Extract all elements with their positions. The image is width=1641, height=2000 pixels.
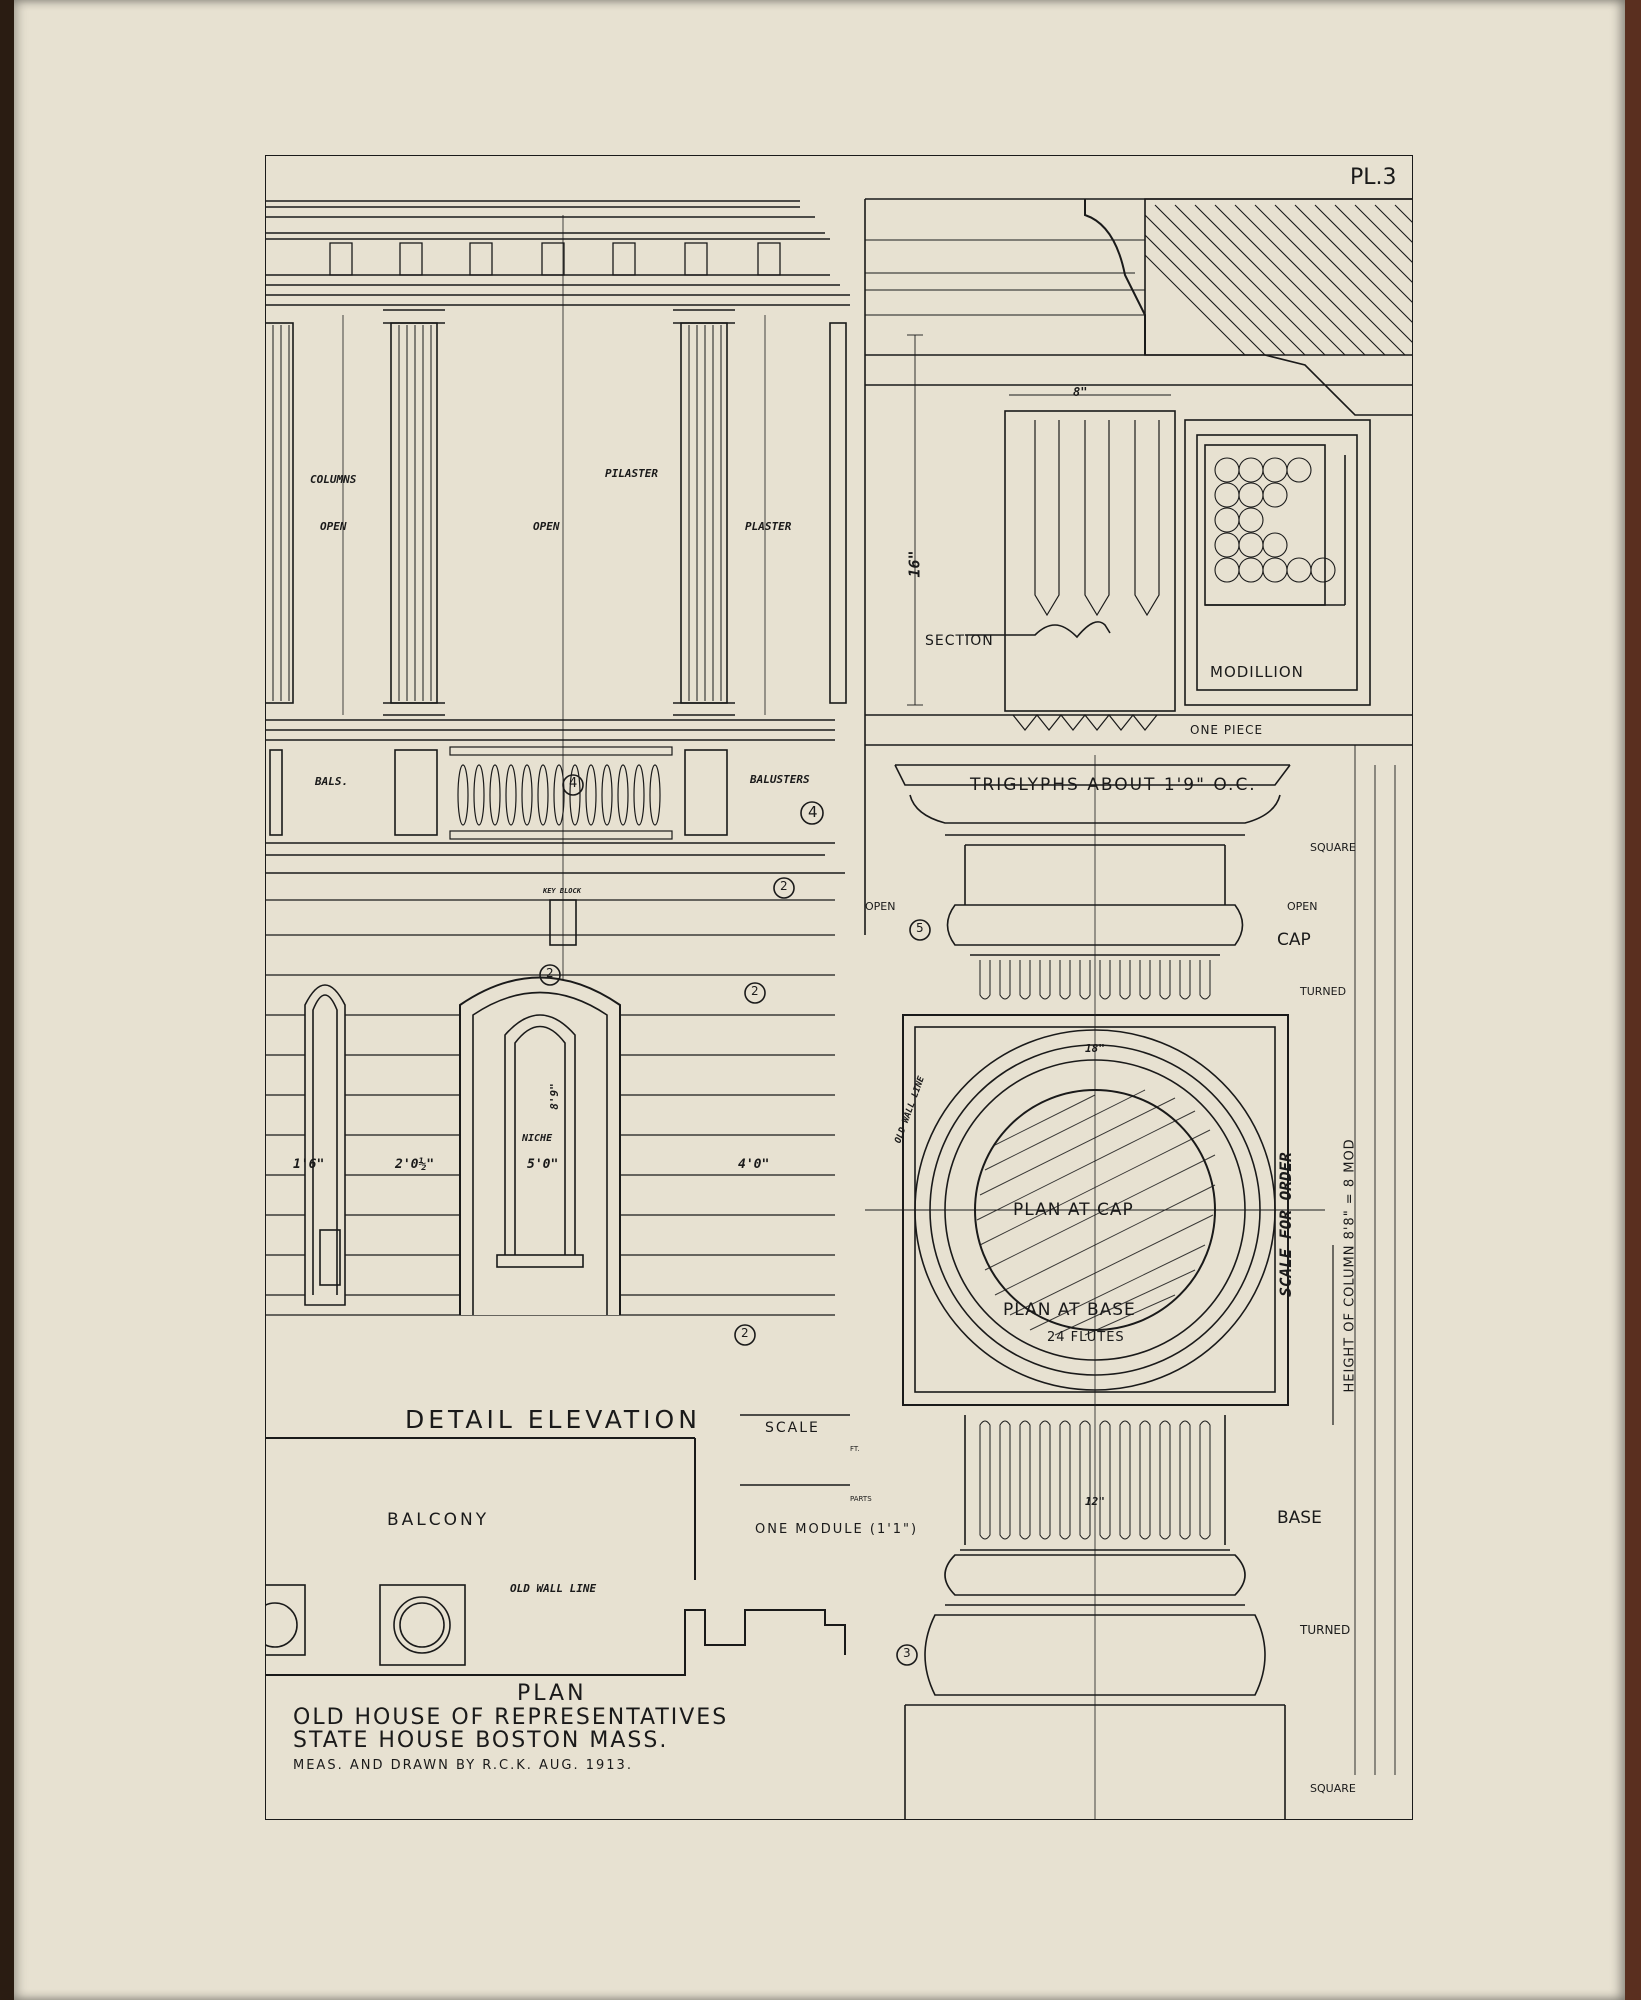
label-open-1: OPEN <box>320 520 347 533</box>
marker-4-b: 4 <box>569 776 578 791</box>
architectural-plate: PL.3 COLUMNS OPEN OPEN PILASTER PLASTER … <box>265 155 1413 1820</box>
label-turned-top: TURNED <box>1300 985 1347 998</box>
label-columns: COLUMNS <box>310 473 357 486</box>
title-detail-elevation: DETAIL ELEVATION <box>405 1405 701 1434</box>
label-scale: SCALE <box>765 1420 820 1436</box>
marker-2-d: 2 <box>741 1326 749 1340</box>
drawing-linework <box>265 155 1413 1820</box>
label-bals: BALS. <box>315 775 349 788</box>
title-credit: MEAS. AND DRAWN BY R.C.K. AUG. 1913. <box>293 1758 633 1773</box>
label-section: SECTION <box>925 633 994 649</box>
label-cap: CAP <box>1277 930 1311 950</box>
label-plan-at-cap: PLAN AT CAP <box>1013 1200 1134 1220</box>
label-balusters: BALUSTERS <box>750 773 810 786</box>
dim-8-9: 8'9" <box>547 1083 561 1110</box>
label-open-4: OPEN <box>1287 900 1318 913</box>
dim-5-0: 5'0" <box>527 1157 559 1172</box>
marker-5: 5 <box>916 921 924 935</box>
title-old-house: OLD HOUSE OF REPRESENTATIVES <box>293 1705 729 1730</box>
dim-2-0: 2'0½" <box>395 1157 435 1172</box>
label-keyblock: KEY BLOCK <box>543 887 581 895</box>
label-old-wall-line-plan: OLD WALL LINE <box>510 1582 597 1595</box>
book-page <box>14 0 1626 2000</box>
dim-18in: 18" <box>1085 1042 1105 1055</box>
label-modillion: MODILLION <box>1210 663 1304 681</box>
label-turned-bottom: TURNED <box>1300 1623 1351 1637</box>
label-niche: NICHE <box>522 1133 553 1144</box>
plate-number: PL.3 <box>1350 165 1397 190</box>
label-scale-for-order: SCALE FOR ORDER <box>1275 1152 1295 1297</box>
label-24-flutes: 24 FLUTES <box>1047 1330 1125 1345</box>
label-one-piece: ONE PIECE <box>1190 723 1264 737</box>
marker-4-a: 4 <box>808 803 818 821</box>
label-triglyphs: TRIGLYPHS ABOUT 1'9" O.C. <box>970 775 1257 795</box>
entablature-detail-drawing <box>864 198 1413 1775</box>
book-binding <box>1625 0 1641 2000</box>
label-parts: PARTS <box>850 1495 872 1503</box>
label-balcony: BALCONY <box>387 1510 490 1530</box>
dim-8in: 8" <box>1073 385 1088 399</box>
dim-1-6: 1'6" <box>293 1157 325 1172</box>
detail-elevation-drawing <box>265 200 850 1676</box>
marker-3: 3 <box>903 1646 911 1660</box>
label-square-bottom: SQUARE <box>1310 1782 1356 1795</box>
dim-12in: 12" <box>1085 1495 1105 1508</box>
label-plaster: PLASTER <box>745 520 792 533</box>
label-pilaster: PILASTER <box>605 467 658 480</box>
label-one-module: ONE MODULE (1'1") <box>755 1522 919 1537</box>
column-drawing <box>539 755 1334 1820</box>
dim-4-0: 4'0" <box>738 1157 770 1172</box>
marker-2-b: 2 <box>546 966 554 980</box>
dim-16in: 16" <box>905 550 924 578</box>
label-plan-at-base: PLAN AT BASE <box>1003 1300 1136 1320</box>
marker-2-a: 2 <box>780 879 788 893</box>
label-ft: FT. <box>850 1445 860 1453</box>
label-square-top: SQUARE <box>1310 841 1356 854</box>
label-open-3: OPEN <box>865 900 896 913</box>
label-open-2: OPEN <box>533 520 560 533</box>
title-state-house: STATE HOUSE BOSTON MASS. <box>293 1728 669 1753</box>
marker-2-c: 2 <box>751 984 759 998</box>
label-base: BASE <box>1277 1508 1322 1528</box>
title-plan: PLAN <box>517 1681 587 1706</box>
label-height-of-column: HEIGHT OF COLUMN 8'8" = 8 MOD <box>1342 1138 1358 1393</box>
